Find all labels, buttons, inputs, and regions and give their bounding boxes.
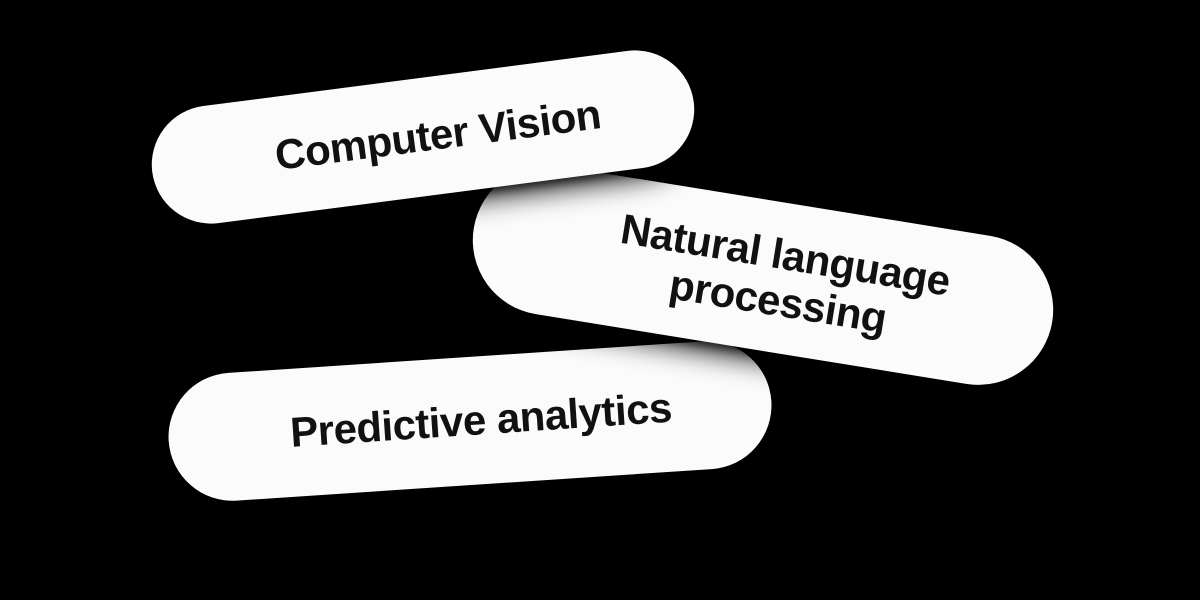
tag-label-natural-language-processing: Natural language processing [617, 205, 954, 342]
tag-pill-predictive-analytics[interactable]: Predictive analytics [164, 337, 776, 505]
tag-label-predictive-analytics: Predictive analytics [288, 383, 674, 456]
tag-label-computer-vision: Computer Vision [272, 90, 604, 179]
